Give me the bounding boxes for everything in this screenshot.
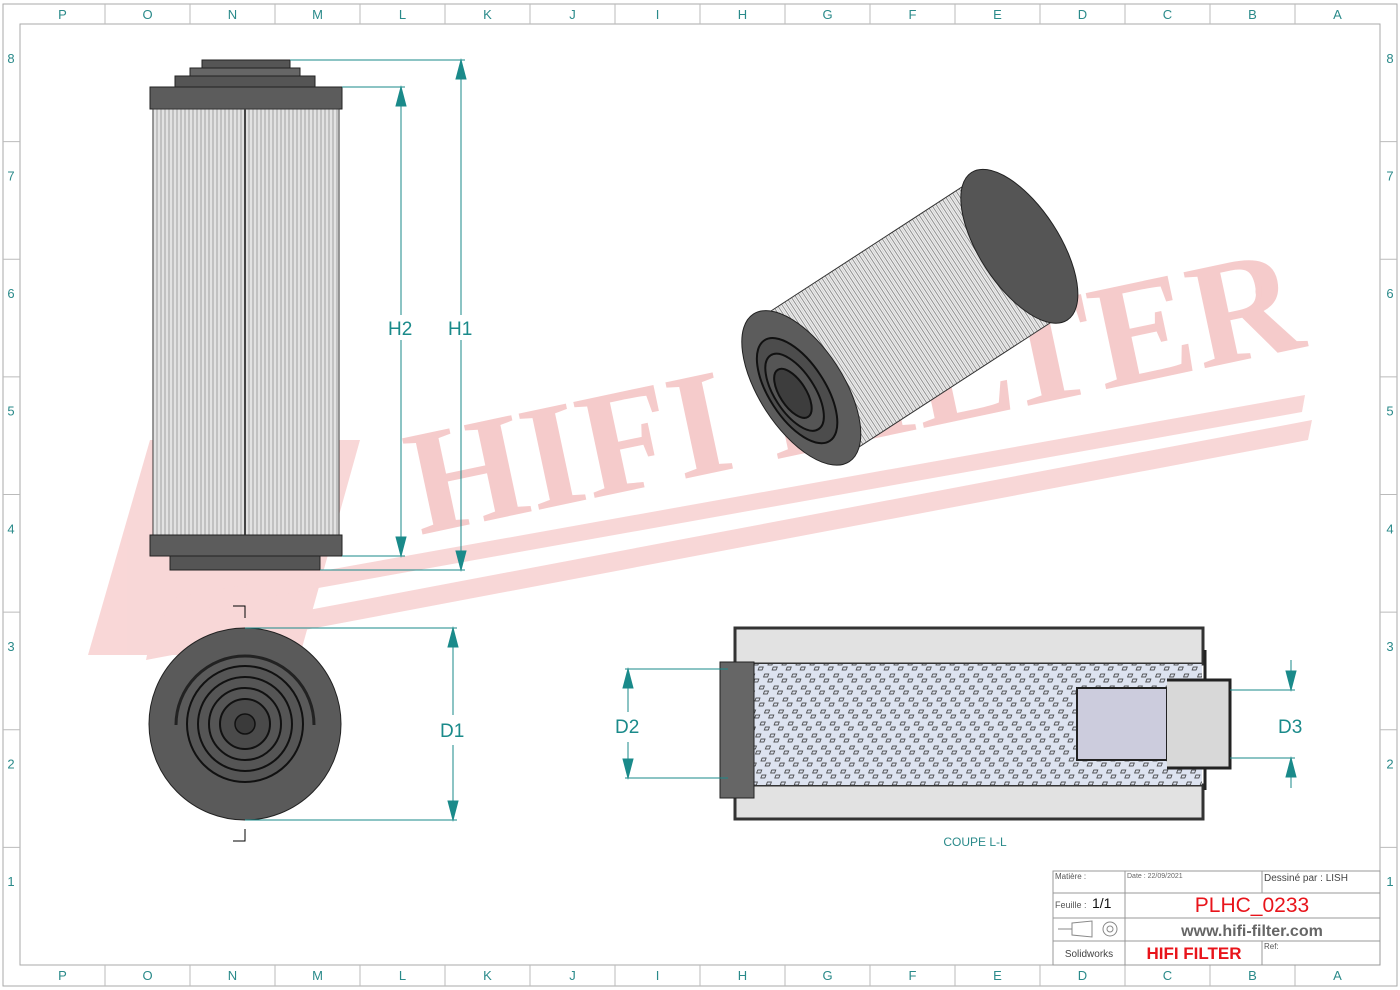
svg-text:®: ® <box>1255 276 1277 309</box>
end-view <box>148 605 342 842</box>
zone-label: 7 <box>1386 168 1393 183</box>
zone-label: H <box>738 7 747 22</box>
zone-label: F <box>909 968 917 983</box>
website: www.hifi-filter.com <box>1180 923 1323 940</box>
dimension-h1: H1 <box>448 319 472 340</box>
zone-label: N <box>228 968 237 983</box>
zone-label: C <box>1163 968 1172 983</box>
section-view <box>719 626 1232 821</box>
zone-label: 6 <box>1386 286 1393 301</box>
zone-label: B <box>1248 968 1257 983</box>
zone-label: 8 <box>1386 51 1393 66</box>
zone-label: 4 <box>7 521 14 536</box>
zone-label: 4 <box>1386 521 1393 536</box>
zone-label: 3 <box>7 639 14 654</box>
zone-label: J <box>569 7 576 22</box>
zone-label: A <box>1333 7 1342 22</box>
zone-label: 5 <box>7 404 14 419</box>
zone-label: L <box>399 968 406 983</box>
height-dimensions <box>290 58 467 572</box>
zone-label: 8 <box>7 51 14 66</box>
zone-label: D <box>1078 7 1087 22</box>
material-label: Matière : <box>1055 872 1086 881</box>
zone-label: N <box>228 7 237 22</box>
zone-label: P <box>58 968 67 983</box>
zone-label: B <box>1248 7 1257 22</box>
zone-label: 7 <box>7 168 14 183</box>
sheet-value: 1/1 <box>1092 895 1112 911</box>
diameter-d1-dimension <box>245 626 459 822</box>
zone-label: G <box>822 968 832 983</box>
zone-label: C <box>1163 7 1172 22</box>
isometric-view <box>741 168 1079 466</box>
zone-label: I <box>656 968 660 983</box>
diameter-dimensions-section <box>622 660 1297 788</box>
zone-label: H <box>738 968 747 983</box>
zone-label: 6 <box>7 286 14 301</box>
row-labels-right: 8 7 6 5 4 3 2 1 <box>1380 51 1397 889</box>
zone-label: O <box>142 968 152 983</box>
zone-label: I <box>656 7 660 22</box>
dimension-d2: D2 <box>615 717 639 738</box>
ref-label: Ref: <box>1264 942 1279 951</box>
zone-label: 2 <box>7 757 14 772</box>
title-block <box>1052 870 1381 966</box>
software: Solidworks <box>1065 949 1113 960</box>
zone-label: D <box>1078 968 1087 983</box>
zone-label: K <box>483 7 492 22</box>
zone-label: M <box>312 968 323 983</box>
date: Date : 22/09/2021 <box>1127 873 1183 880</box>
part-number: PLHC_0233 <box>1195 894 1309 917</box>
dimension-d1: D1 <box>440 721 464 742</box>
zone-label: L <box>399 7 406 22</box>
zone-label: 2 <box>1386 757 1393 772</box>
zone-label: F <box>909 7 917 22</box>
zone-label: E <box>993 968 1002 983</box>
zone-label: 3 <box>1386 639 1393 654</box>
zone-label: K <box>483 968 492 983</box>
drawn-by: Dessiné par : LISH <box>1264 873 1348 884</box>
dimension-d3: D3 <box>1278 717 1302 738</box>
front-view <box>149 59 343 571</box>
zone-label: P <box>58 7 67 22</box>
sheet-label: Feuille : <box>1055 900 1087 910</box>
zone-label: J <box>569 968 576 983</box>
zone-label: E <box>993 7 1002 22</box>
brand: HIFI FILTER <box>1146 944 1241 963</box>
zone-label: O <box>142 7 152 22</box>
zone-label: G <box>822 7 832 22</box>
zone-label: M <box>312 7 323 22</box>
zone-label: A <box>1333 968 1342 983</box>
zone-label: 5 <box>1386 404 1393 419</box>
zone-label: 1 <box>1386 874 1393 889</box>
dimension-h2: H2 <box>388 319 412 340</box>
row-labels-left: 8 7 6 5 4 3 2 1 <box>3 51 20 889</box>
section-label: COUPE L-L <box>943 835 1007 849</box>
zone-label: 1 <box>7 874 14 889</box>
